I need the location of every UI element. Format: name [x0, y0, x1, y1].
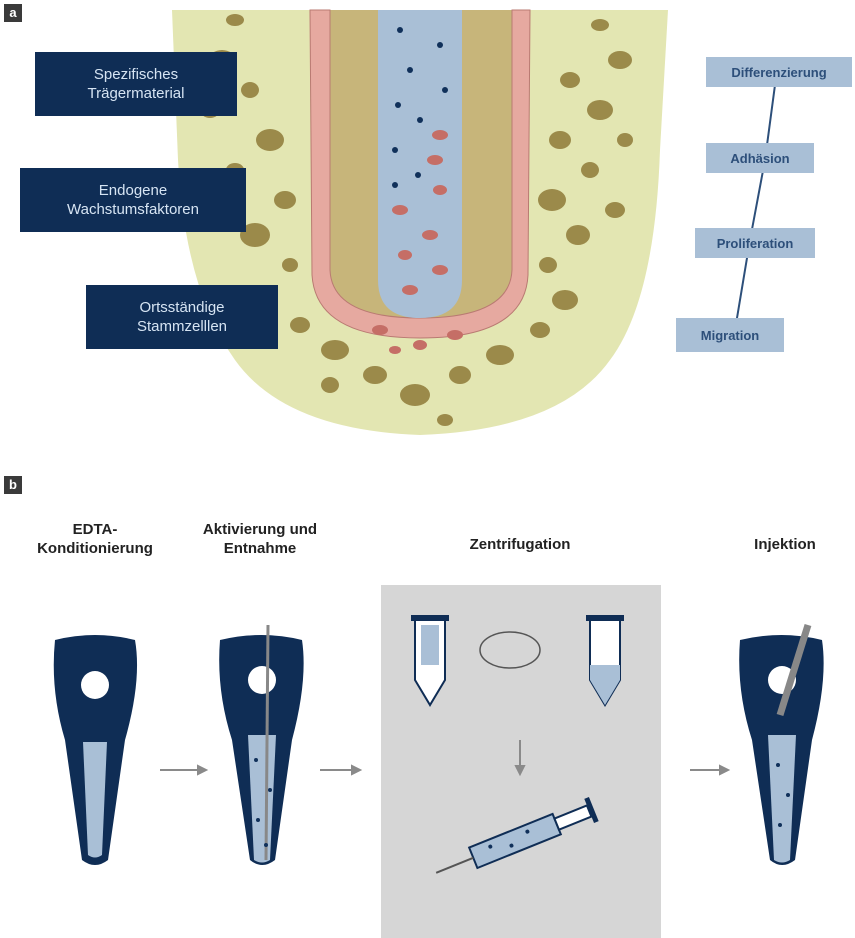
arrow-1: [160, 766, 206, 774]
stage-differenzierung: Differenzierung: [706, 57, 852, 87]
root-canal: [378, 10, 462, 318]
factor-growth-factors: Endogene Wachstumsfaktoren: [20, 168, 246, 232]
arrow-2: [320, 766, 360, 774]
tooth-injection: [739, 625, 823, 865]
step-activation: Aktivierung und Entnahme: [180, 520, 340, 558]
arrow-3: [690, 766, 728, 774]
stage-migration: Migration: [676, 318, 784, 352]
stage-adhaesion: Adhäsion: [706, 143, 814, 173]
step-centrifugation: Zentrifugation: [420, 535, 620, 554]
tooth-activation: [219, 625, 303, 865]
stage-proliferation: Proliferation: [695, 228, 815, 258]
step-edta: EDTA- Konditionierung: [0, 520, 190, 558]
factor-carrier-material: Spezifisches Trägermaterial: [35, 52, 237, 116]
step-injection: Injektion: [735, 535, 835, 554]
tooth-edta: [54, 635, 137, 865]
stage-connector: [735, 85, 775, 330]
factor-stem-cells: Ortsständige Stammzelllen: [86, 285, 278, 349]
